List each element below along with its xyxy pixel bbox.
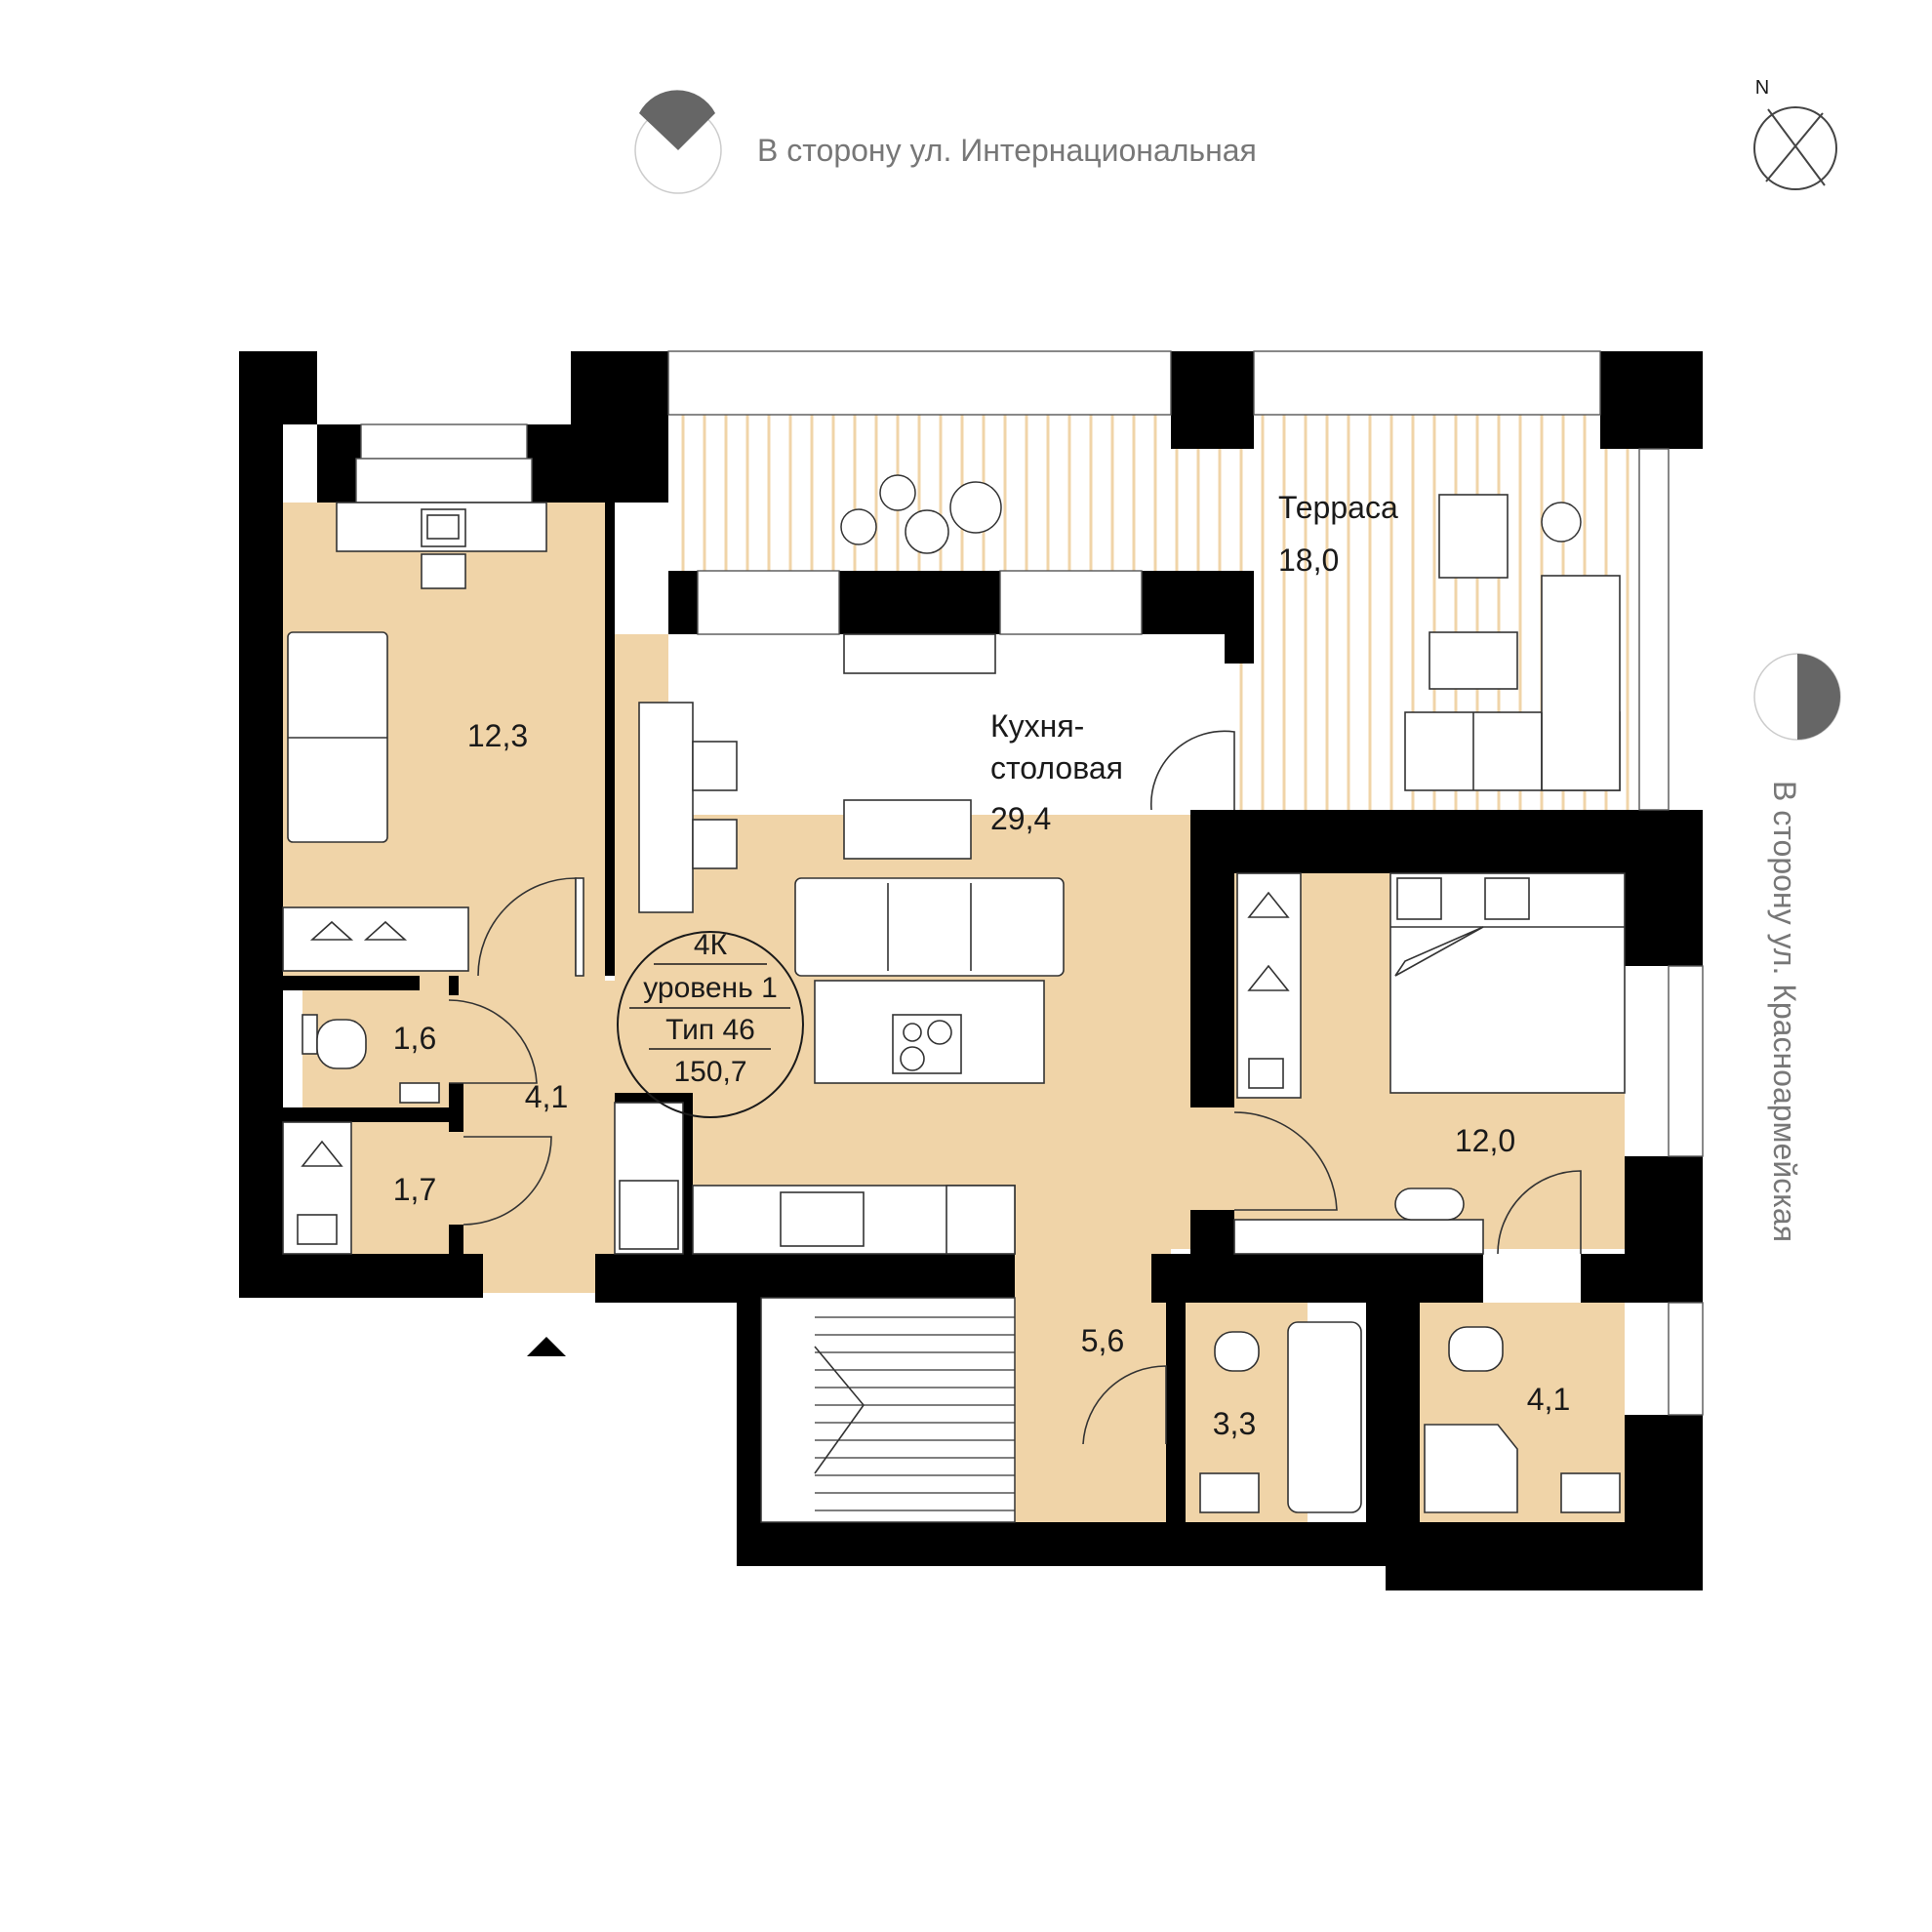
bath1-area: 3,3: [1213, 1406, 1256, 1441]
apartment-badge: 4К уровень 1 Тип 46 150,7: [617, 929, 804, 1118]
closet-area: 1,7: [393, 1172, 436, 1207]
room1-furniture: [282, 502, 584, 977]
bedroom-area: 12,0: [1455, 1123, 1515, 1158]
wc-area: 1,6: [393, 1021, 436, 1056]
staircase: [760, 1297, 1016, 1523]
corridor-area: 5,6: [1081, 1323, 1124, 1358]
wc-fixtures: [302, 999, 538, 1104]
north-direction-indicator: [634, 90, 722, 194]
compass-icon: N: [1753, 77, 1837, 190]
terrace-furniture: [840, 474, 1621, 791]
badge-type: Тип 46: [665, 1014, 755, 1046]
east-street-label: В сторону ул. Красноармейская: [1767, 781, 1802, 1242]
badge-rooms: 4К: [694, 929, 728, 961]
badge-total-area: 150,7: [673, 1056, 746, 1088]
bath1-fixtures: [1199, 1321, 1362, 1513]
terrace-area: 18,0: [1278, 543, 1339, 578]
bath2-area: 4,1: [1527, 1382, 1570, 1417]
kitchen-furniture: [614, 633, 1235, 1255]
hall-area: 4,1: [525, 1079, 568, 1114]
corridor-door: [1082, 1365, 1167, 1445]
bath2-fixtures: [1424, 1326, 1621, 1513]
compass-north-letter: N: [1755, 77, 1769, 99]
kitchen-name-line2: столовая: [990, 750, 1123, 785]
bedroom-furniture: [1233, 872, 1626, 1255]
kitchen-name-line1: Кухня-: [990, 708, 1084, 744]
room1-area: 12,3: [467, 718, 528, 753]
north-street-label: В сторону ул. Интернациональная: [757, 133, 1257, 168]
closet-fixtures: [282, 1121, 552, 1255]
windows: [355, 350, 1704, 1416]
east-direction-indicator: [1753, 653, 1841, 741]
kitchen-area: 29,4: [990, 801, 1051, 836]
entrance-arrow-icon: [527, 1337, 566, 1356]
badge-level: уровень 1: [643, 972, 778, 1004]
terrace-name: Терраса: [1278, 490, 1398, 525]
walls: [239, 351, 1703, 1590]
